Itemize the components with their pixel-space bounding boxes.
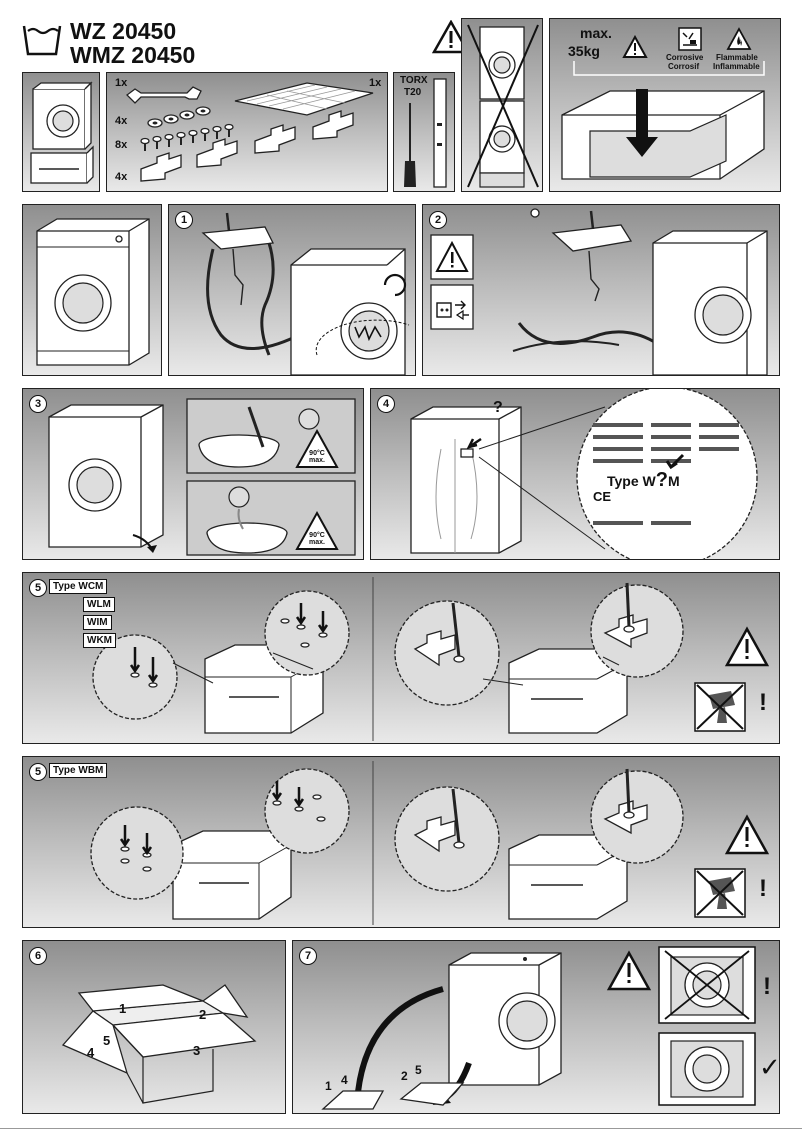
caution-exclaim: !	[759, 689, 767, 716]
tool-size: T20	[404, 87, 422, 98]
unplug-icon	[436, 302, 452, 318]
step4-panel: 4 CE ? Type W?M	[370, 388, 780, 560]
washers	[147, 106, 211, 128]
warning-icon	[622, 35, 648, 58]
board-4: 4	[341, 1073, 348, 1087]
caution-exclaim: !	[763, 973, 771, 1000]
type-unknown: ?	[655, 469, 668, 491]
step-number: 7	[299, 947, 317, 965]
step-number: 6	[29, 947, 47, 965]
board-2: 2	[401, 1069, 408, 1083]
corrosive-icon	[678, 27, 702, 51]
question-mark: ?	[493, 399, 503, 416]
step-number: 5	[29, 579, 47, 597]
temp-badge-1-temp: 90°C	[309, 450, 325, 457]
board-5: 5	[415, 1063, 422, 1077]
temp-badge-1-max: max.	[309, 457, 325, 464]
step-number: 3	[29, 395, 47, 413]
type-suffix: M	[667, 473, 680, 489]
step-number: 2	[429, 211, 447, 229]
temp-badge-2-max: max.	[309, 539, 325, 546]
warning-icon	[432, 20, 470, 54]
type-wim: WIM	[83, 615, 112, 630]
step-number: 4	[377, 395, 395, 413]
qty-screws: 8x	[115, 139, 128, 151]
qty-brackets: 4x	[115, 171, 128, 183]
screws	[140, 123, 234, 151]
temp-badge-2-temp: 90°C	[309, 532, 325, 539]
type-label: Type W?M	[607, 469, 680, 492]
stacking-prohibited-panel	[461, 18, 543, 192]
step3-panel: 3 90°C max. 90°C max.	[22, 388, 364, 560]
flammable-icon	[726, 27, 752, 50]
flap-2: 2	[199, 1007, 207, 1022]
tool-name: TORX	[400, 75, 428, 86]
step5-panel-a: 5 Type WCM WLM WIM WKM !	[22, 572, 780, 744]
machine-on-pedestal-panel	[22, 72, 100, 192]
machine-overview-panel	[22, 204, 162, 376]
type-wkm: WKM	[83, 633, 116, 648]
model-number-2: WMZ 20450	[70, 42, 196, 68]
corrosive-label: Corrosive	[666, 53, 704, 62]
step5-panel-b: 5 Type WBM !	[22, 756, 780, 928]
corrosive-label-fr: Corrosif	[668, 62, 700, 71]
flap-3: 3	[193, 1043, 201, 1058]
model-number-1: WZ 20450	[70, 18, 177, 44]
protective-sheet	[234, 82, 374, 116]
flammable-label-fr: Inflammable	[713, 62, 760, 71]
qty-wrench: 1x	[115, 77, 128, 89]
type-wcm: Type WCM	[49, 579, 108, 594]
flap-1: 1	[119, 1001, 127, 1016]
flammable-label: Flammable	[716, 53, 758, 62]
caution-exclaim: !	[759, 875, 767, 902]
flap-5: 5	[103, 1033, 111, 1048]
wrench-part	[126, 86, 202, 104]
svg-text:CE: CE	[593, 489, 611, 504]
step-number: 5	[29, 763, 47, 781]
step6-panel: 6 1 2 3 4 5	[22, 940, 286, 1114]
wash-symbol-icon	[22, 25, 62, 56]
board-1: 1	[325, 1079, 332, 1093]
load-warning-panel: max. 35kg Corrosive Corrosif Flammable I…	[549, 18, 781, 192]
tool-panel: TORX T20	[393, 72, 455, 192]
type-wlm: WLM	[83, 597, 115, 612]
check-mark-icon: ✓	[759, 1053, 780, 1083]
qty-sheet: 1x	[369, 77, 382, 89]
brackets	[140, 110, 354, 182]
step2-panel: 2	[422, 204, 780, 376]
step7-panel: 7 1 4 2 5 ! ✓	[292, 940, 780, 1114]
max-label: max.	[580, 25, 612, 41]
type-prefix: Type W	[607, 473, 656, 489]
max-weight: 35kg	[568, 43, 600, 59]
type-wbm: Type WBM	[49, 763, 108, 778]
qty-washers: 4x	[115, 115, 128, 127]
step-number: 1	[175, 211, 193, 229]
bottom-rule	[0, 1128, 802, 1129]
parts-list-panel: 1x 1x 4x 8x 4x	[106, 72, 388, 192]
step1-panel: 1	[168, 204, 416, 376]
flap-4: 4	[87, 1045, 95, 1060]
